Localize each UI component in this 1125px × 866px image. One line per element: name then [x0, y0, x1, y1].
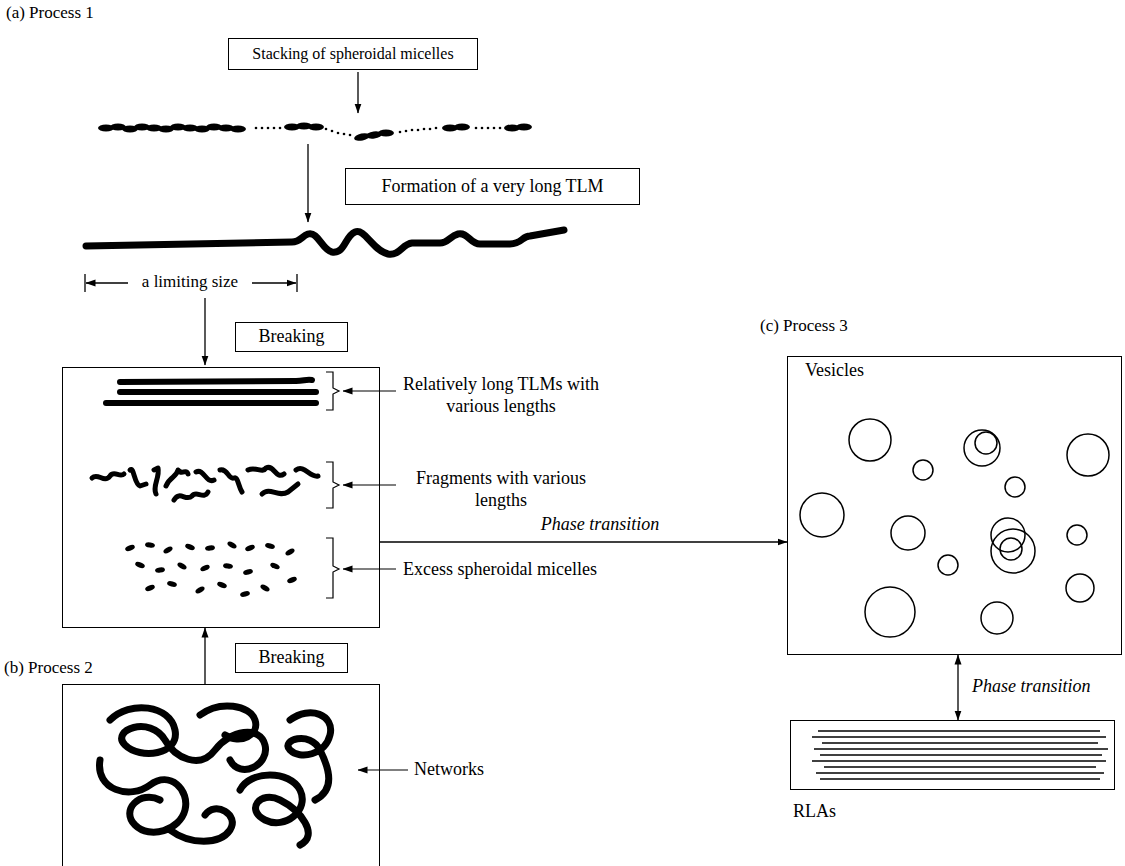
box-text: Stacking of spheroidal micelles — [252, 44, 453, 63]
leader-arrow — [343, 391, 408, 770]
callout-text: Networks — [414, 759, 484, 781]
callout-text: Relatively long TLMs with various length… — [401, 374, 601, 417]
network-box: Networks — [62, 684, 380, 866]
callout-text: Excess spheroidal micelles — [403, 559, 597, 581]
box-text: Breaking — [259, 647, 325, 669]
panel-label: (a) Process 1 — [6, 3, 94, 23]
rla-lamellae — [812, 731, 1108, 779]
spheroidal-micelles — [124, 540, 297, 598]
edge-label: Phase transition — [970, 676, 1093, 698]
edge-label: Phase transition — [539, 514, 662, 536]
vesicle-box: Vesicles — [787, 356, 1122, 655]
flow-arrow — [307, 144, 308, 222]
flow-arrow — [204, 298, 205, 365]
callout-text: Fragments with various lengths — [401, 468, 601, 511]
callout-text: RLAs — [793, 801, 836, 823]
micelle-chain — [98, 123, 532, 143]
phase-arrow — [380, 541, 787, 542]
rla-box: RLAs — [790, 720, 1115, 790]
process-box: Breaking — [235, 643, 348, 673]
process-box: Stacking of spheroidal micelles — [228, 38, 478, 70]
process-box: Formation of a very long TLM — [345, 168, 640, 205]
flow-arrow — [357, 72, 358, 113]
phase-arrow — [204, 628, 205, 684]
bracket — [326, 372, 339, 598]
panel-label: (b) Process 2 — [4, 658, 93, 678]
process-box: Breaking — [235, 322, 348, 352]
micelle-network — [100, 706, 331, 845]
tlm-fragments — [92, 467, 318, 500]
long-tlms — [106, 380, 316, 403]
box-text: Breaking — [259, 326, 325, 348]
long-tlm — [86, 230, 564, 254]
callout-text: Vesicles — [805, 360, 864, 382]
vesicle — [800, 419, 1109, 637]
phase-arrow — [957, 655, 958, 720]
dimension-label: a limiting size — [142, 272, 238, 292]
panel-label: (c) Process 3 — [760, 316, 848, 336]
box-text: Formation of a very long TLM — [381, 176, 603, 198]
mixture-box: Relatively long TLMs with various length… — [62, 367, 380, 628]
